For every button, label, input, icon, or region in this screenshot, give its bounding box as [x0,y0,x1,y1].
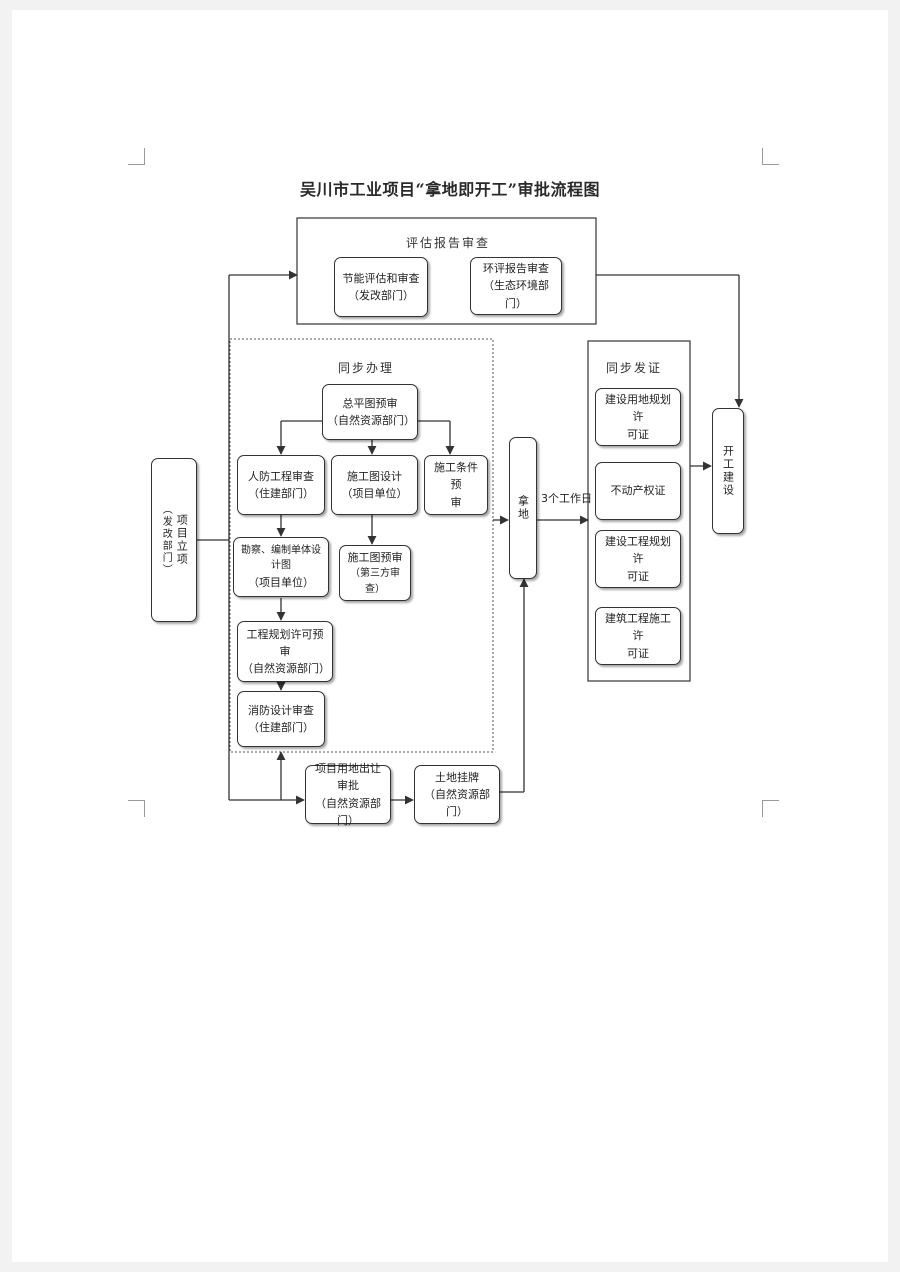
node-start-construction-title: 开工建设 [721,445,735,497]
node-construction-drawing-dept: （项目单位） [341,487,408,500]
node-construction-drawing-title: 施工图设计 [347,469,402,483]
node-construction-conditions-line1: 施工条件预 [434,461,478,492]
certificates-group-frame [587,340,691,682]
node-construction-conditions: 施工条件预 审 [424,455,488,515]
parallel-group-frame [229,338,494,753]
node-cert-construction-line1: 建筑工程施工许 [605,612,671,643]
page-sheet [12,10,888,1262]
node-cert-construction-line2: 可证 [627,646,649,660]
node-fire-review-title: 消防设计审查 [248,703,314,717]
node-land-transfer: 项目用地出让审批 （自然资源部门） [305,762,391,827]
node-site-plan: 总平图预审 （自然资源部门） [322,384,418,440]
node-planning-permit-pre-dept: （自然资源部门） [242,662,330,676]
node-energy-review-dept: （发改部门） [348,289,414,302]
node-cert-land-use-line2: 可证 [627,427,649,441]
node-cert-planning-line1: 建设工程规划许 [605,535,671,566]
crop-mark-bottom-right [762,800,779,817]
node-cert-planning-line2: 可证 [627,569,649,583]
crop-mark-bottom-left [128,800,145,817]
node-land-transfer-title: 项目用地出让审批 [315,762,381,793]
node-fire-review: 消防设计审查 （住建部门） [237,691,325,747]
crop-mark-top-left [128,148,145,165]
node-project-approval-dept: （发改部门） [160,504,172,576]
node-cert-planning: 建设工程规划许 可证 [595,530,681,588]
node-project-approval: 项目立项 （发改部门） [151,458,197,622]
certificates-group-label: 同步发证 [606,361,663,375]
node-env-review: 环评报告审查 （生态环境部门） [470,257,562,315]
node-construction-conditions-line2: 审 [450,495,462,509]
node-survey-design-title: 勘察、编制单体设计图 [241,544,321,572]
node-energy-review-title: 节能评估和审查 [342,271,420,285]
node-site-plan-title: 总平图预审 [342,396,398,410]
node-construction-drawing: 施工图设计 （项目单位） [331,455,418,515]
node-land-listing-dept: （自然资源部门） [424,787,490,819]
node-env-review-title: 环评报告审查 [483,262,549,276]
edge-label-three-days: 3个工作日 [541,492,592,505]
node-land-listing: 土地挂牌 （自然资源部门） [414,765,500,824]
node-planning-permit-pre-title: 工程规划许可预审 [246,627,324,658]
node-land-transfer-dept: （自然资源部门） [315,796,381,827]
node-project-approval-title: 项目立项 [175,514,189,566]
node-site-plan-dept: （自然资源部门） [327,414,415,427]
node-cert-land-use: 建设用地规划许 可证 [595,388,681,446]
node-energy-review: 节能评估和审查 （发改部门） [334,257,428,317]
node-cert-construction: 建筑工程施工许 可证 [595,607,681,665]
node-drawing-review-dept: （第三方审查） [350,568,400,595]
parallel-group-label: 同步办理 [338,361,395,375]
node-drawing-review: 施工图预审 （第三方审查） [339,545,411,601]
node-start-construction: 开工建设 [712,408,744,534]
node-planning-permit-pre: 工程规划许可预审 （自然资源部门） [237,621,333,682]
page-title: 吴川市工业项目“拿地即开工”审批流程图 [300,180,600,199]
node-land-listing-title: 土地挂牌 [435,770,479,784]
evaluation-group-label: 评估报告审查 [406,236,491,250]
node-cert-land-use-line1: 建设用地规划许 [605,393,671,424]
node-civil-defense-dept: （住建部门） [248,487,314,500]
node-survey-design: 勘察、编制单体设计图 （项目单位） [233,537,329,597]
node-drawing-review-title: 施工图预审 [347,550,403,564]
node-fire-review-dept: （住建部门） [248,721,314,734]
node-cert-property-title: 不动产权证 [610,484,666,498]
node-cert-property: 不动产权证 [595,462,681,520]
node-env-review-dept: （生态环境部门） [483,279,549,310]
node-get-land: 拿地 [509,437,537,579]
node-survey-design-dept: （项目单位） [248,575,314,589]
node-civil-defense: 人防工程审查 （住建部门） [237,455,325,515]
crop-mark-top-right [762,148,779,165]
node-civil-defense-title: 人防工程审查 [248,469,314,483]
node-get-land-title: 拿地 [516,495,530,521]
